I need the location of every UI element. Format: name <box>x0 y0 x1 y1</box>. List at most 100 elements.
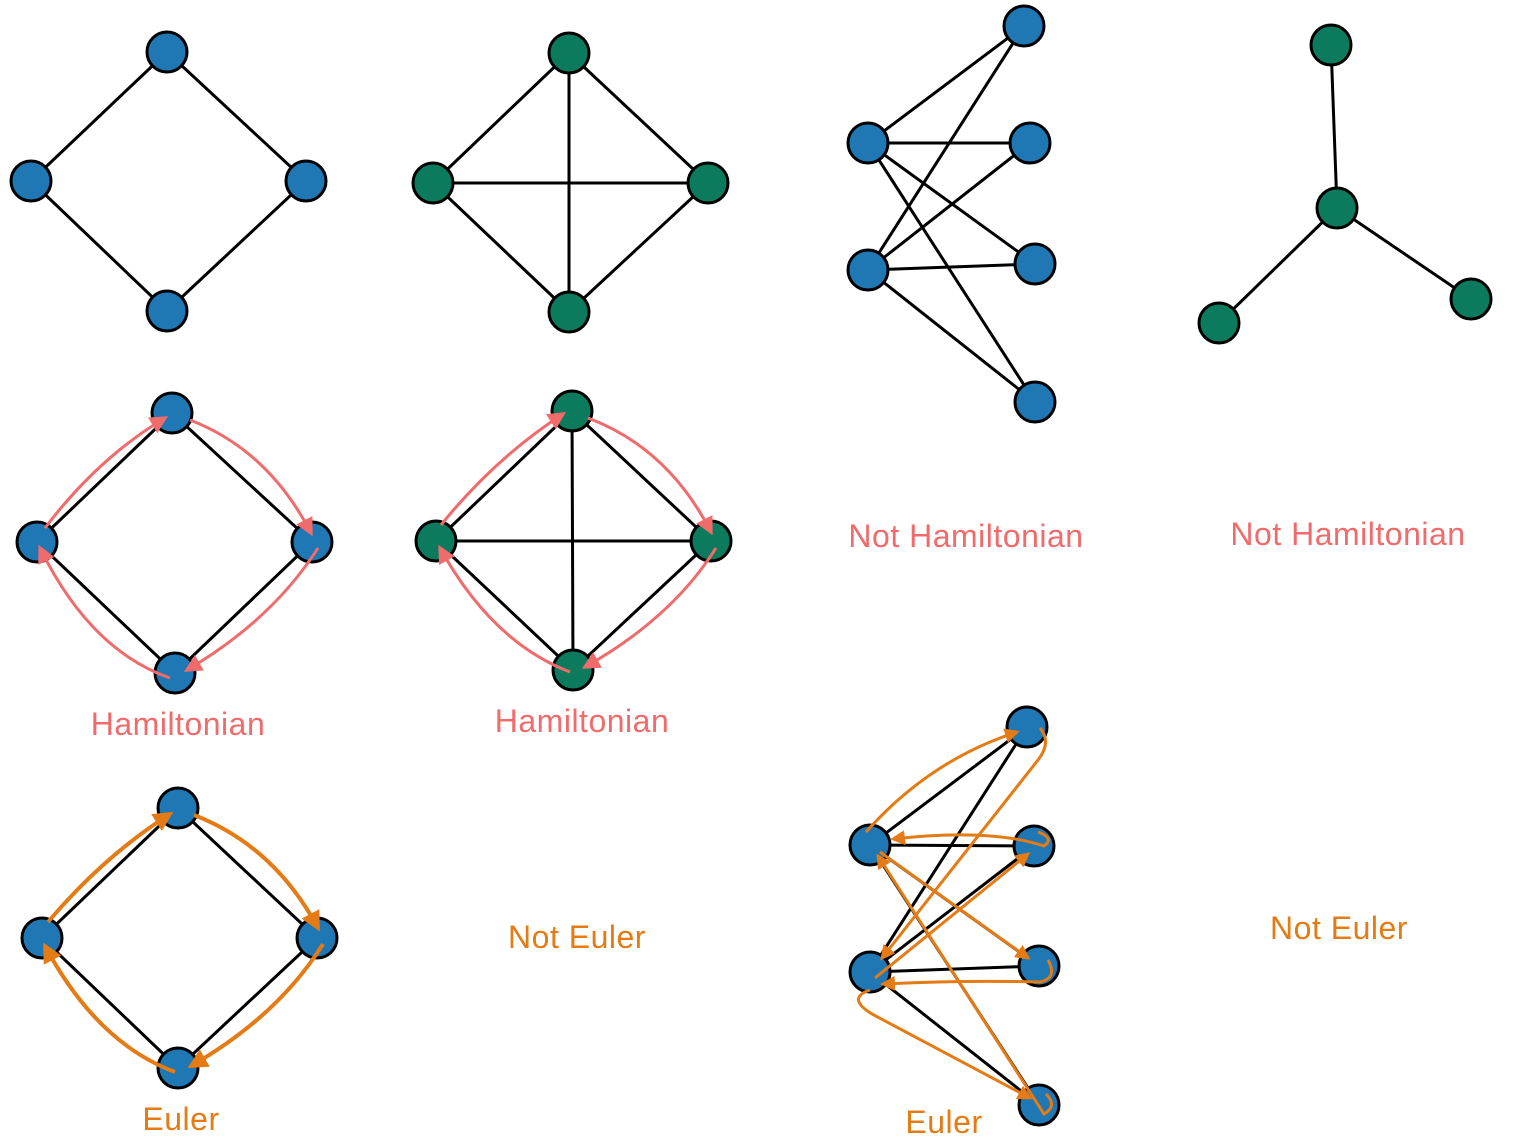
k4-node <box>547 290 591 334</box>
node <box>550 389 594 433</box>
bipartite-node <box>1008 121 1052 165</box>
euler-arrow <box>879 850 1031 960</box>
edge <box>869 844 1035 974</box>
c4-euler-label: Euler <box>142 1101 219 1137</box>
hamiltonian-arrow <box>38 544 171 680</box>
edge <box>869 970 1040 1107</box>
edge <box>869 964 1040 974</box>
node <box>20 916 64 960</box>
bipartite-edge <box>867 268 1036 404</box>
node <box>551 648 595 692</box>
k4-graph <box>411 31 730 334</box>
star-euler-label: Not Euler <box>1270 910 1408 946</box>
bipartite-graph <box>846 4 1057 424</box>
c4-edge-left-bottom <box>29 179 169 313</box>
node <box>156 786 200 830</box>
edge <box>173 540 314 675</box>
node <box>15 520 59 564</box>
star-edge <box>1336 206 1472 301</box>
euler-arrow <box>193 813 320 932</box>
c4-hamiltonian-label: Hamiltonian <box>91 706 265 742</box>
c4-hamiltonian-graph <box>15 391 334 695</box>
euler-arrow <box>46 811 174 924</box>
bipartite-edge <box>866 142 1037 403</box>
star-edge <box>1329 44 1339 209</box>
star-node <box>1449 277 1493 321</box>
edge <box>40 806 180 940</box>
k4-hamiltonian-label: Hamiltonian <box>495 703 669 739</box>
node <box>150 391 194 435</box>
k4-edge <box>567 181 710 314</box>
c4-node-left <box>9 159 53 203</box>
node <box>414 519 458 563</box>
k4-edge <box>431 181 571 314</box>
bipartite-node <box>846 248 890 292</box>
euler-arrow <box>187 942 325 1068</box>
c4-node-top <box>145 30 189 74</box>
edge <box>869 725 1028 847</box>
star-edge <box>1217 206 1339 325</box>
star-node <box>1309 23 1353 67</box>
hamiltonian-arrow <box>43 416 169 529</box>
star-node <box>1315 186 1359 230</box>
c4-edge-right-bottom <box>165 179 308 313</box>
c4-edge-top-right <box>165 50 308 183</box>
bipartite-node <box>1013 242 1057 286</box>
hamiltonian-cycle-arrows <box>38 416 320 680</box>
bipartite-edge <box>866 25 1026 271</box>
k4-hamiltonian-graph <box>414 389 733 692</box>
k4-euler-label: Not Euler <box>508 919 646 955</box>
k4-edge <box>567 51 710 185</box>
bipartite-node <box>1013 380 1057 424</box>
euler-circuit-arrows <box>43 811 325 1074</box>
node <box>848 823 892 867</box>
euler-arrow <box>876 853 1053 1117</box>
k4-edge <box>431 51 571 185</box>
bipartite-hamiltonian-label: Not Hamiltonian <box>848 518 1083 554</box>
k4-node <box>547 31 591 75</box>
hamiltonian-cycle-arrows <box>438 412 718 674</box>
edge <box>35 411 174 544</box>
bipartite-node <box>846 121 890 165</box>
hamiltonian-arrow <box>183 547 320 672</box>
c4-node-right <box>284 159 328 203</box>
c4-euler-graph <box>20 786 339 1090</box>
bipartite-node <box>1002 4 1046 48</box>
c4-node-bottom <box>145 289 189 333</box>
edge <box>176 936 319 1070</box>
edge <box>176 806 319 940</box>
c4-edge-top-left <box>29 50 169 183</box>
star-hamiltonian-label: Not Hamiltonian <box>1230 516 1465 552</box>
star-graph <box>1197 23 1493 345</box>
bipartite-edge <box>867 262 1036 272</box>
edge <box>571 539 713 672</box>
node <box>1005 705 1049 749</box>
euler-circuit-arrows <box>857 727 1054 1117</box>
c4-graph <box>9 30 328 333</box>
hamiltonian-arrow <box>587 416 713 536</box>
hamiltonian-arrow <box>581 547 718 669</box>
k4-node <box>411 161 455 205</box>
bipartite-euler-graph <box>848 705 1061 1127</box>
edge <box>570 409 713 543</box>
edge <box>40 936 180 1070</box>
euler-arrow <box>864 728 1020 833</box>
edge <box>868 726 1029 973</box>
star-node <box>1197 301 1241 345</box>
edge <box>170 411 314 544</box>
euler-arrow <box>880 727 1047 961</box>
euler-arrow <box>43 942 176 1074</box>
euler-arrow <box>890 830 1050 848</box>
node <box>848 950 892 994</box>
bipartite-euler-label: Euler <box>905 1104 982 1140</box>
bipartite-edge <box>867 24 1025 145</box>
k4-node <box>686 161 730 205</box>
hamiltonian-arrow <box>438 544 571 674</box>
euler-arrow <box>857 988 1033 1100</box>
euler-arrow <box>880 959 1054 991</box>
edge <box>434 539 575 672</box>
hamiltonian-arrow <box>439 412 567 526</box>
edge <box>434 409 574 543</box>
